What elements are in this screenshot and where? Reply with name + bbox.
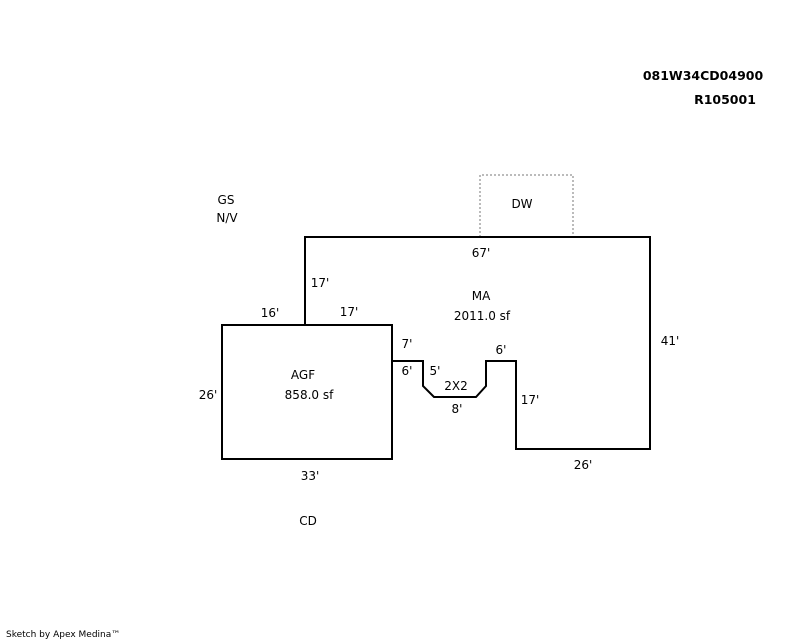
dim-notch-top-right: 6': [496, 343, 507, 357]
dim-ma-right: 41': [661, 334, 680, 348]
dim-ma-top: 67': [472, 246, 491, 260]
note-gs: GS: [218, 193, 235, 207]
dim-ma-inner-right: 17': [521, 393, 540, 407]
note-nv: N/V: [216, 211, 238, 225]
bump-label: 2X2: [444, 379, 468, 393]
garage-outline: [221, 324, 393, 460]
parcel-id: 081W34CD04900: [643, 68, 764, 83]
dim-garage-bottom: 33': [301, 469, 320, 483]
dim-step-down: 6': [402, 364, 413, 378]
dim-notch-bottom: 8': [452, 402, 463, 416]
dim-garage-left: 26': [199, 388, 218, 402]
account-number: R105001: [694, 92, 756, 107]
main-area-label: MA: [472, 289, 491, 303]
dim-step-top: 7': [402, 337, 413, 351]
dim-notch-left: 5': [430, 364, 441, 378]
deck-outline: [479, 174, 574, 237]
note-cd: CD: [299, 514, 317, 528]
garage-label: AGF: [291, 368, 315, 382]
deck-label: DW: [511, 197, 532, 211]
garage-size: 858.0 sf: [285, 388, 334, 402]
main-area-size: 2011.0 sf: [454, 309, 511, 323]
dim-ma-bottom: 26': [574, 458, 593, 472]
main-area-outline: [304, 236, 651, 450]
dim-garage-top: 16': [261, 306, 280, 320]
footer-credit: Sketch by Apex Medina™: [6, 630, 120, 640]
dim-ma-left-upper: 17': [311, 276, 330, 290]
dim-ma-left-top: 17': [340, 305, 359, 319]
